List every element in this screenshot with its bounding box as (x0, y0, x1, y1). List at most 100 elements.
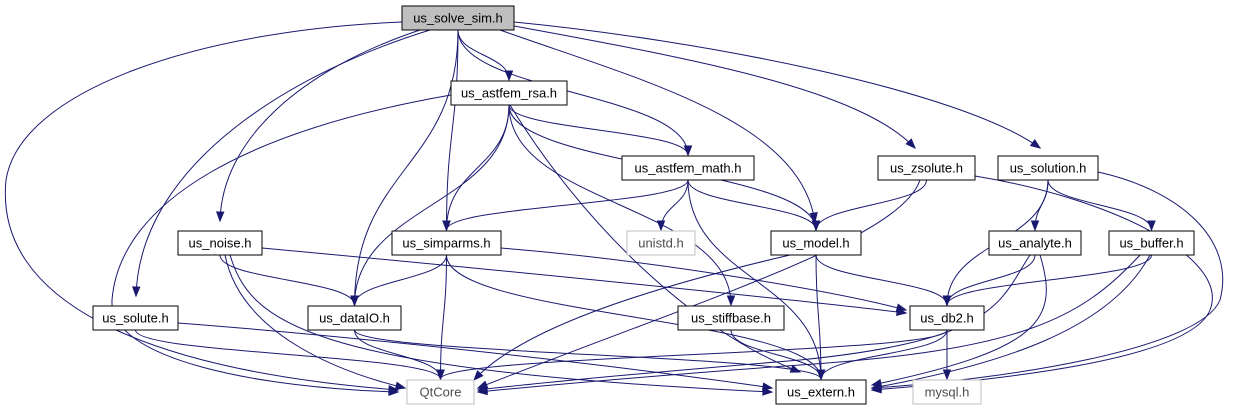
edge-us-buffer-to-QtCore (476, 254, 1141, 396)
node-us-noise-box (177, 230, 263, 256)
node-us-stiffbase-label: us_stiffbase.h (691, 311, 771, 326)
edge-us-solution-to-us-analyte (1030, 179, 1049, 232)
edge-us-dataIO-to-QtCore-line (354, 329, 441, 380)
edge-us-solve-sim-to-us-simparms-line (446, 29, 459, 231)
node-us-solution-label: us_solution.h (1010, 161, 1087, 176)
node-us-noise[interactable]: us_noise.h (177, 230, 263, 256)
edge-us-solution-to-us-buffer-arrowhead (1147, 220, 1156, 232)
edge-us-astfem-rsa-to-us-astfem-math-line (508, 104, 689, 156)
edge-us-db2-to-QtCore (436, 329, 948, 381)
node-us-analyte[interactable]: us_analyte.h (988, 230, 1082, 256)
edge-us-solution-to-us-extern (870, 171, 1224, 392)
node-us-dataIO[interactable]: us_dataIO.h (307, 305, 402, 331)
node-us-model[interactable]: us_model.h (770, 230, 862, 256)
node-us-stiffbase[interactable]: us_stiffbase.h (677, 305, 785, 331)
edge-us-solve-sim-to-us-noise-arrowhead (216, 211, 225, 223)
node-us-model-label: us_model.h (782, 236, 849, 251)
edge-us-model-to-us-extern-line (815, 254, 822, 380)
edge-us-buffer-to-QtCore-arrowhead (476, 386, 488, 396)
edge-us-solve-sim-to-us-astfem-rsa (457, 29, 514, 82)
node-us-solve-sim-label: us_solve_sim.h (413, 11, 503, 26)
edge-us-solute-to-QtCore-line (135, 329, 441, 380)
edge-us-db2-to-us-extern-line (820, 329, 948, 380)
node-us-solute-label: us_solute.h (102, 311, 169, 326)
node-us-simparms[interactable]: us_simparms.h (391, 230, 502, 256)
edge-us-simparms-to-us-dataIO (350, 254, 447, 307)
node-us-zsolute[interactable]: us_zsolute.h (877, 155, 976, 181)
edge-us-solve-sim-to-us-solute-arrowhead (132, 286, 141, 298)
edge-us-solve-sim-to-QtCore-line (4, 21, 403, 391)
node-us-analyte-box (988, 230, 1082, 256)
edge-us-analyte-to-us-db2-line (946, 254, 1036, 306)
node-us-solve-sim[interactable]: us_solve_sim.h (401, 5, 515, 31)
node-us-solute[interactable]: us_solute.h (92, 305, 179, 331)
edge-us-zsolute-to-us-model-line (815, 179, 927, 231)
edge-us-noise-to-QtCore (224, 254, 407, 390)
edge-us-astfem-rsa-to-us-stiffbase (508, 104, 736, 307)
edge-us-astfem-rsa-to-us-stiffbase-line (508, 104, 732, 306)
node-us-solution[interactable]: us_solution.h (997, 155, 1099, 181)
edge-us-zsolute-to-QtCore-line (477, 179, 921, 389)
edge-us-simparms-to-us-db2-arrowhead (895, 303, 908, 312)
edge-us-solve-sim-to-us-solution-line (513, 21, 1041, 149)
edge-us-simparms-to-us-db2 (500, 247, 908, 312)
edge-us-model-to-us-extern (815, 254, 826, 381)
node-us-extern-box (775, 379, 867, 405)
edge-us-astfem-math-to-us-simparms (442, 179, 689, 232)
node-us-zsolute-box (877, 155, 976, 181)
edge-us-simparms-to-us-db2-line (500, 247, 907, 311)
edge-us-astfem-math-to-unistd (656, 179, 689, 232)
node-us-buffer[interactable]: us_buffer.h (1108, 230, 1195, 256)
edge-us-solve-sim-to-us-noise-line (219, 29, 421, 222)
node-us-db2-box (909, 305, 985, 331)
edge-us-solve-sim-to-us-astfem-math-line (457, 29, 689, 156)
edge-us-solve-sim-to-us-astfem-rsa-line (457, 29, 510, 81)
node-us-simparms-box (391, 230, 502, 256)
edge-us-analyte-to-QtCore-line (477, 254, 1031, 391)
edge-us-astfem-rsa-to-us-stiffbase-arrowhead (726, 295, 736, 307)
edge-us-solve-sim-to-us-solution-arrowhead (1029, 138, 1042, 149)
edge-us-buffer-to-us-extern-line (871, 254, 1151, 389)
edge-us-zsolute-to-QtCore (476, 179, 921, 389)
node-us-extern[interactable]: us_extern.h (775, 379, 867, 405)
node-us-buffer-label: us_buffer.h (1119, 236, 1183, 251)
edge-us-solute-to-us-extern (177, 322, 774, 391)
node-us-astfem-math[interactable]: us_astfem_math.h (621, 155, 755, 181)
node-us-db2[interactable]: us_db2.h (909, 305, 985, 331)
edge-us-simparms-to-us-extern-line (446, 254, 822, 380)
edge-layer (4, 21, 1224, 396)
edge-us-astfem-rsa-to-us-extern-arrowhead (789, 364, 802, 373)
edge-us-analyte-to-us-db2 (942, 254, 1036, 307)
edge-us-solution-to-us-analyte-arrowhead (1030, 220, 1040, 232)
edge-us-zsolute-to-us-model-arrowhead (811, 220, 821, 232)
edge-us-astfem-rsa-to-us-dataIO-line (354, 104, 510, 306)
node-us-stiffbase-box (677, 305, 785, 331)
edge-us-noise-to-us-db2-line (261, 247, 907, 314)
edge-us-simparms-to-QtCore (436, 254, 447, 381)
edge-us-model-to-QtCore-line (473, 254, 791, 381)
edge-us-buffer-to-us-db2-line (946, 254, 1152, 306)
edge-us-zsolute-to-us-model (811, 179, 927, 232)
node-us-analyte-label: us_analyte.h (998, 236, 1072, 251)
edge-us-astfem-math-to-us-model (687, 179, 821, 232)
node-us-dataIO-label: us_dataIO.h (319, 311, 390, 326)
edge-us-stiffbase-to-us-extern-line (730, 329, 822, 380)
node-us-model-box (770, 230, 862, 256)
edge-us-solute-to-us-extern-line (177, 322, 773, 389)
edge-us-astfem-math-to-us-simparms-line (446, 179, 689, 231)
edge-us-noise-to-QtCore-line (224, 254, 406, 389)
edge-us-solve-sim-to-us-solution (513, 21, 1042, 149)
edge-us-noise-to-QtCore-arrowhead (394, 381, 407, 390)
edge-us-solve-sim-to-us-zsolute (513, 25, 916, 150)
node-mysql-label: mysql.h (925, 385, 970, 400)
edge-us-astfem-rsa-to-us-simparms-line (446, 104, 510, 231)
edge-us-astfem-math-to-us-simparms-arrowhead (442, 220, 451, 232)
edge-us-simparms-to-us-dataIO-arrowhead (350, 295, 359, 307)
edge-us-solve-sim-to-us-zsolute-line (513, 25, 916, 149)
edge-us-solution-to-us-extern-line (871, 171, 1224, 389)
node-us-simparms-label: us_simparms.h (402, 236, 490, 251)
edge-us-buffer-to-us-extern-arrowhead (870, 382, 883, 391)
node-us-astfem-rsa[interactable]: us_astfem_rsa.h (450, 80, 568, 106)
node-mysql: mysql.h (912, 379, 982, 405)
